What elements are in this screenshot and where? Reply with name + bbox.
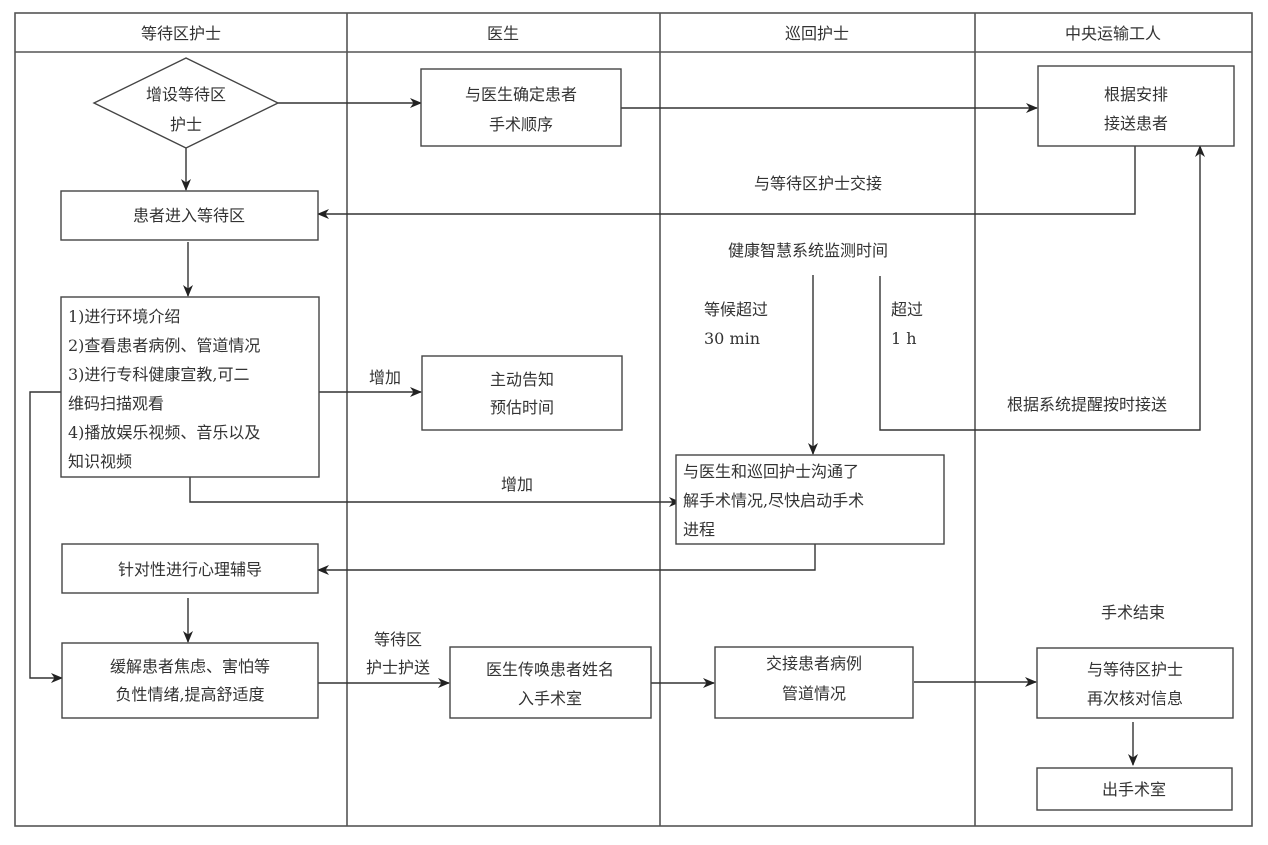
node-text: 预估时间	[490, 398, 554, 417]
node-intro-tasks: 1)进行环境介绍 2)查看患者病例、管道情况 3)进行专科健康宣教,可二 维码扫…	[60, 296, 320, 478]
node-text: 接送患者	[1104, 114, 1168, 133]
process-box	[61, 642, 319, 719]
label-over-1h: 超过	[891, 300, 923, 319]
label-escort-2: 护士护送	[366, 658, 430, 677]
node-text: 与医生确定患者	[465, 85, 577, 104]
node-text: 缓解患者焦虑、害怕等	[110, 657, 270, 676]
node-text: 维码扫描观看	[68, 394, 164, 413]
decision-diamond	[92, 57, 280, 149]
node-text: 护士	[170, 115, 202, 134]
node-text: 患者进入等待区	[133, 206, 245, 225]
process-box	[1036, 647, 1234, 719]
process-box	[60, 296, 320, 478]
label-system-monitor: 健康智慧系统监测时间	[728, 241, 888, 260]
lane-title-circulating-nurse: 巡回护士	[785, 24, 849, 43]
outer-border	[14, 12, 1253, 827]
label-escort: 等待区	[374, 630, 422, 649]
node-text: 管道情况	[782, 684, 846, 703]
node-text: 进程	[683, 520, 715, 539]
node-text: 交接患者病例	[766, 654, 862, 673]
edge-labels: 与等待区护士交接 健康智慧系统监测时间 等候超过 30 min 超过 1 h 根…	[366, 174, 1167, 677]
edge-pickup-to-enter-waiting	[317, 146, 1136, 219]
label-wait-over-30: 等候超过	[704, 300, 768, 319]
node-text: 出手术室	[1102, 780, 1166, 799]
node-communicate: 与医生和巡回护士沟通了 解手术情况,尽快启动手术 进程	[675, 454, 945, 545]
label-add-2: 增加	[501, 475, 533, 494]
node-call-patient: 医生传唤患者姓名 入手术室	[449, 646, 652, 719]
node-recheck-info: 与等待区护士 再次核对信息	[1036, 647, 1234, 719]
process-box	[714, 646, 914, 719]
label-add-1: 增加	[369, 368, 401, 387]
node-notify-time: 主动告知 预估时间	[421, 355, 623, 431]
process-box	[449, 646, 652, 719]
node-text: 再次核对信息	[1087, 689, 1183, 708]
node-text: 2)查看患者病例、管道情况	[68, 336, 260, 355]
node-text: 增设等待区	[146, 85, 226, 104]
node-text: 根据安排	[1104, 85, 1168, 104]
process-box	[421, 355, 623, 431]
process-box	[61, 543, 319, 594]
lane-title-doctor: 医生	[487, 24, 519, 43]
edge-communicate-to-psych	[317, 544, 816, 575]
process-box	[675, 454, 945, 545]
edge-intro-to-communicate	[189, 477, 681, 507]
node-text: 负性情绪,提高舒适度	[115, 685, 264, 704]
node-text: 解手术情况,尽快启动手术	[683, 491, 864, 510]
process-box	[1036, 767, 1233, 811]
node-text: 与等待区护士	[1087, 660, 1183, 679]
node-text: 手术顺序	[489, 115, 553, 134]
node-text: 4)播放娱乐视频、音乐以及	[68, 423, 260, 442]
edges	[29, 98, 1205, 766]
node-text: 医生传唤患者姓名	[486, 660, 614, 679]
node-text: 针对性进行心理辅导	[118, 560, 262, 579]
node-confirm-order: 与医生确定患者 手术顺序	[420, 68, 622, 147]
node-relieve-anxiety: 缓解患者焦虑、害怕等 负性情绪,提高舒适度	[61, 642, 319, 719]
node-handover-records: 交接患者病例 管道情况	[714, 646, 914, 719]
node-text: 入手术室	[518, 689, 582, 708]
process-box	[420, 68, 622, 147]
process-box	[60, 190, 319, 241]
lane-title-transport-worker: 中央运输工人	[1065, 24, 1161, 43]
node-text: 与医生和巡回护士沟通了	[683, 462, 859, 481]
label-over-1h-value: 1 h	[891, 329, 917, 348]
node-add-nurse: 增设等待区 护士	[92, 57, 280, 149]
swimlane-frame	[14, 12, 1253, 827]
node-text: 主动告知	[490, 370, 554, 389]
node-psych-counsel: 针对性进行心理辅导	[61, 543, 319, 594]
node-text: 知识视频	[68, 452, 132, 471]
node-text: 3)进行专科健康宣教,可二	[68, 365, 250, 384]
lane-title-waiting-nurse: 等待区护士	[141, 24, 221, 43]
process-box	[1037, 65, 1235, 147]
node-pickup-patient: 根据安排 接送患者	[1037, 65, 1235, 147]
node-exit-or: 出手术室	[1036, 767, 1233, 811]
node-text: 1)进行环境介绍	[68, 307, 180, 326]
label-wait-over-30-value: 30 min	[704, 329, 760, 348]
edge-intro-to-relieve	[29, 391, 63, 683]
label-system-reminder: 根据系统提醒按时接送	[1007, 395, 1167, 414]
edge-monitor-to-pickup	[879, 145, 1205, 431]
label-handover-waiting-nurse: 与等待区护士交接	[754, 174, 882, 193]
lane-headers: 等待区护士 医生 巡回护士 中央运输工人	[141, 24, 1161, 43]
label-surgery-end: 手术结束	[1101, 603, 1165, 622]
node-enter-waiting: 患者进入等待区	[60, 190, 319, 241]
